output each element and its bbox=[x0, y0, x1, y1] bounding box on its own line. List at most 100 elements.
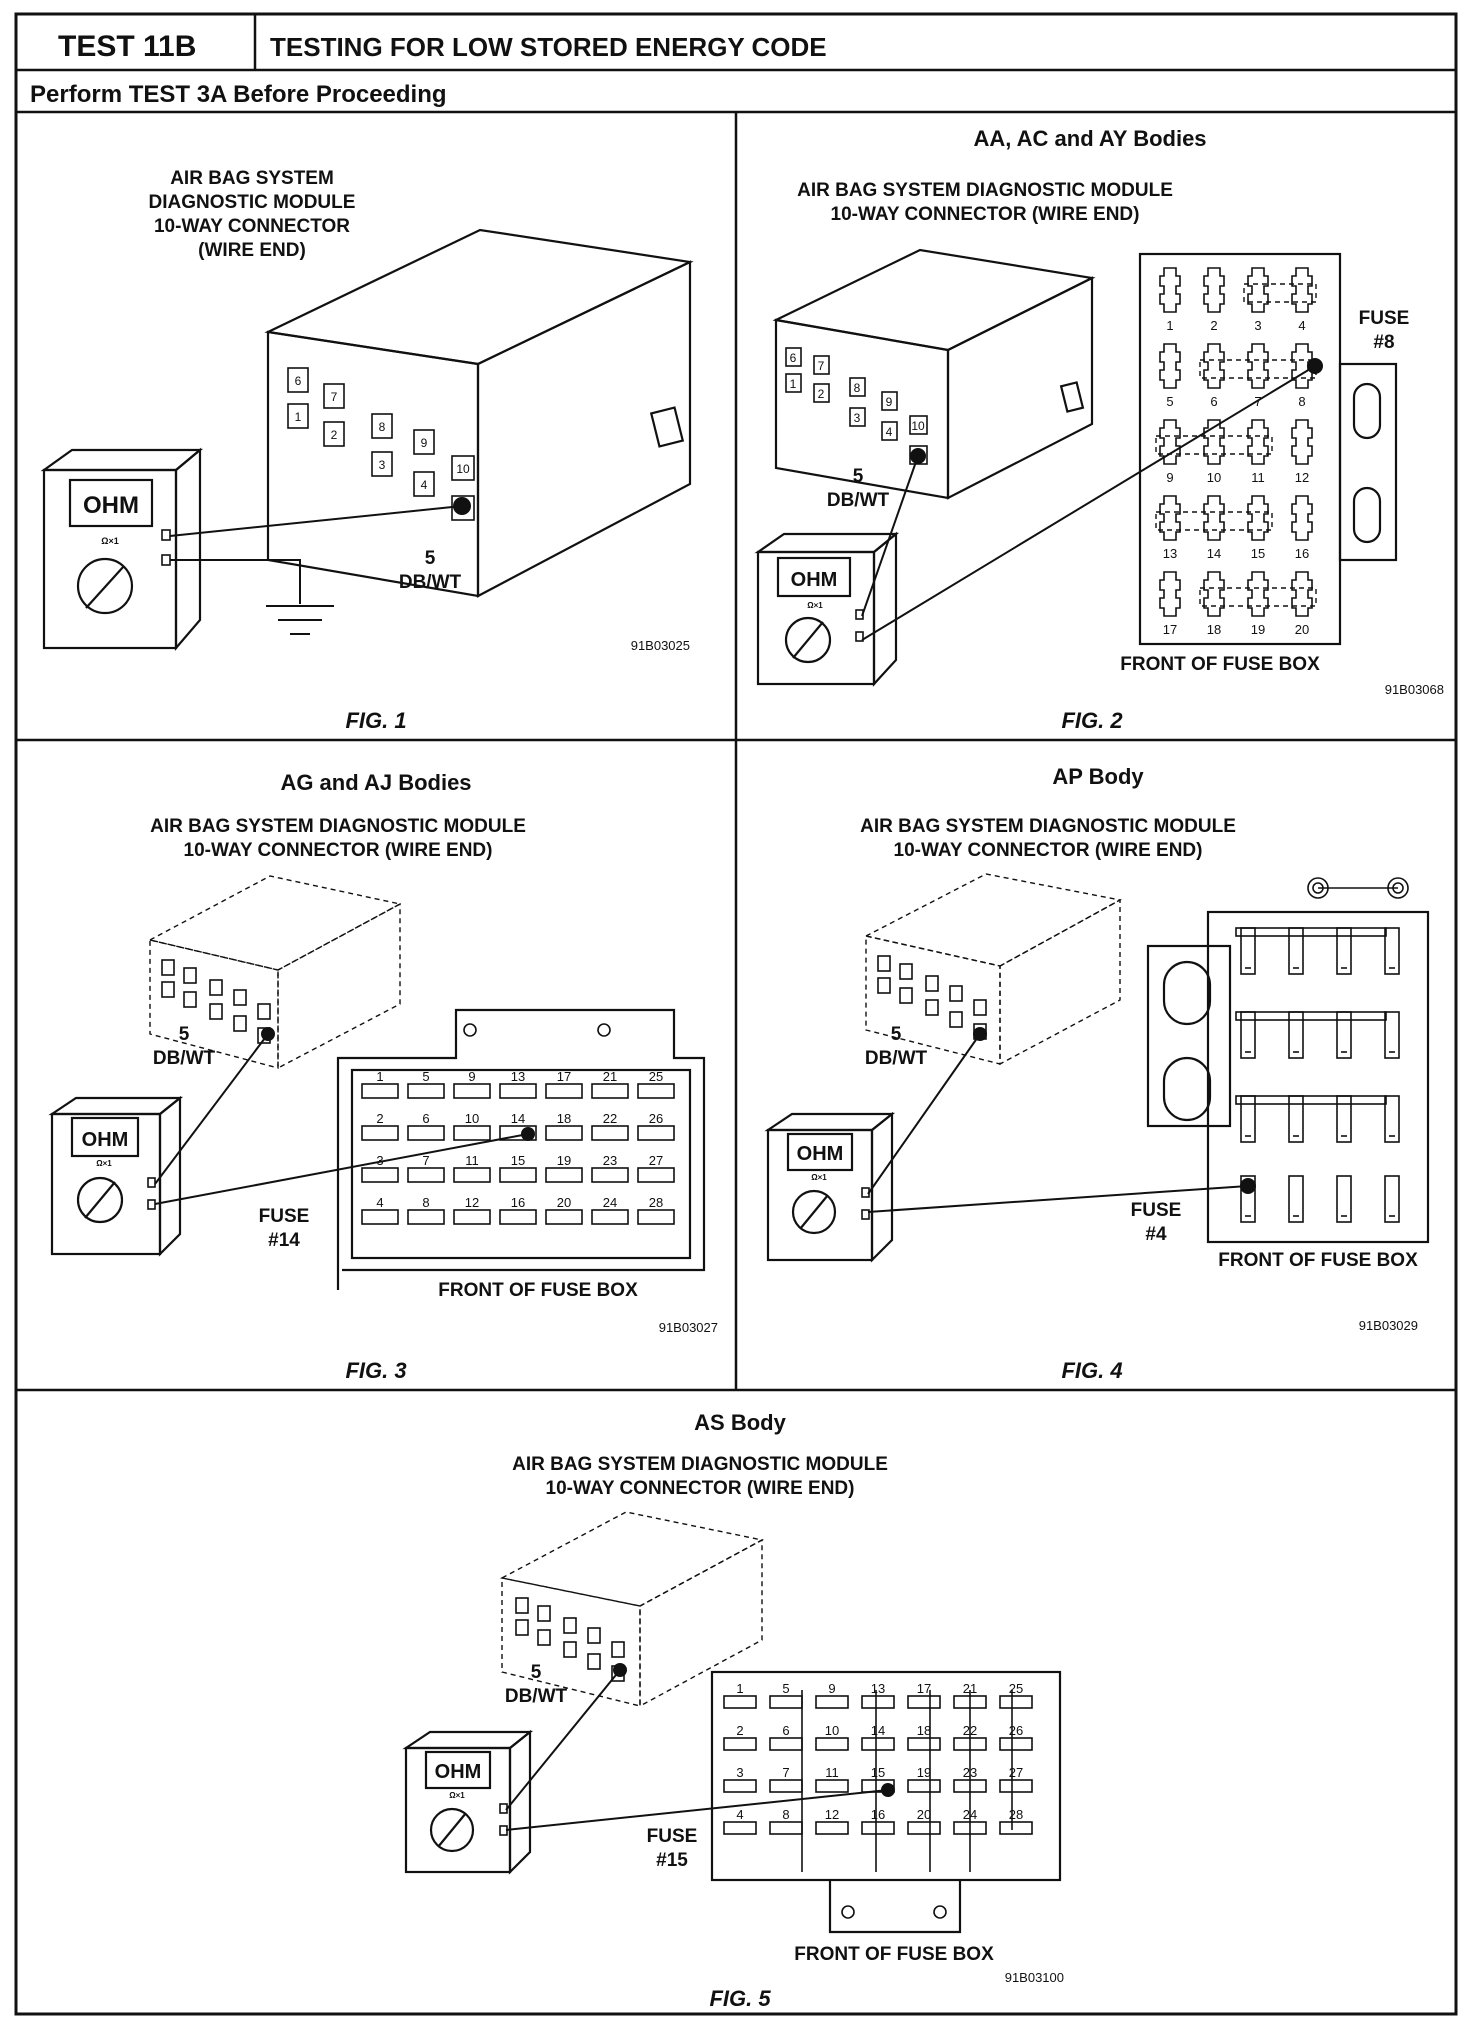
fig3-probe-lead-module bbox=[154, 1033, 269, 1185]
fig2-fuse-17: 17 bbox=[1159, 571, 1181, 637]
svg-text:10: 10 bbox=[465, 1111, 479, 1126]
svg-text:18: 18 bbox=[917, 1723, 931, 1738]
fig5-fuse-9: 9 bbox=[815, 1681, 849, 1709]
svg-text:6: 6 bbox=[790, 351, 797, 365]
fig3-fuse-16: 16 bbox=[499, 1195, 537, 1225]
fig5-pin bbox=[515, 1597, 529, 1614]
fig5-pin bbox=[537, 1605, 551, 1622]
fig3-pin bbox=[233, 1015, 247, 1032]
fig3-module-label-1: AIR BAG SYSTEM DIAGNOSTIC MODULE bbox=[150, 816, 526, 837]
fig4-cavity-wire: DB/WT bbox=[865, 1048, 928, 1069]
fig3-fuse-9: 9 bbox=[453, 1069, 491, 1099]
svg-text:25: 25 bbox=[649, 1069, 663, 1084]
svg-text:8: 8 bbox=[782, 1807, 789, 1822]
svg-text:8: 8 bbox=[379, 420, 386, 434]
fig4-ohmmeter: OHM Ω×1 bbox=[764, 1111, 896, 1263]
svg-text:1: 1 bbox=[790, 377, 797, 391]
fig5-pin bbox=[611, 1641, 625, 1658]
svg-text:15: 15 bbox=[1251, 546, 1265, 561]
fig3-pin bbox=[233, 989, 247, 1006]
fig2-fuse-6: 6 bbox=[1203, 343, 1225, 409]
fig5-fuse-19: 19 bbox=[907, 1765, 941, 1793]
fig3-heading: AG and AJ Bodies bbox=[280, 770, 471, 795]
fig2-fuse-14: 14 bbox=[1203, 495, 1225, 561]
fig5-fuse-18: 18 bbox=[907, 1723, 941, 1751]
fig4-fuse-grid bbox=[1235, 927, 1400, 1223]
svg-text:18: 18 bbox=[1207, 622, 1221, 637]
fig3-pin bbox=[183, 967, 197, 984]
fig5-fuse-28: 28 bbox=[999, 1807, 1033, 1835]
fig5-pin bbox=[515, 1619, 529, 1636]
svg-text:9: 9 bbox=[1166, 470, 1173, 485]
svg-text:1: 1 bbox=[376, 1069, 383, 1084]
fig3-fuse-12: 12 bbox=[453, 1195, 491, 1225]
fig4-pin bbox=[973, 999, 987, 1016]
fig5-pin bbox=[587, 1653, 601, 1670]
svg-text:21: 21 bbox=[603, 1069, 617, 1084]
svg-text:26: 26 bbox=[1009, 1723, 1023, 1738]
svg-text:4: 4 bbox=[736, 1807, 743, 1822]
fig1-meter-range: Ω×1 bbox=[101, 536, 118, 546]
svg-text:16: 16 bbox=[511, 1195, 525, 1210]
svg-text:13: 13 bbox=[1163, 546, 1177, 561]
fig4-pin bbox=[949, 1011, 963, 1028]
fig3-fuse-15: 15 bbox=[499, 1153, 537, 1183]
fig1-pin-grid: 6 7 8 9 10 1 2 3 4 bbox=[287, 367, 475, 521]
svg-text:3: 3 bbox=[376, 1153, 383, 1168]
fig4-caption: FIG. 4 bbox=[1061, 1358, 1122, 1383]
svg-text:16: 16 bbox=[1295, 546, 1309, 561]
fig3-module-connector bbox=[148, 875, 402, 1070]
figure-2: AA, AC and AY Bodies AIR BAG SYSTEM DIAG… bbox=[754, 126, 1444, 733]
fig5-cavity-wire: DB/WT bbox=[505, 1686, 568, 1707]
fig5-fuse-13: 13 bbox=[861, 1681, 895, 1709]
fig5-pin bbox=[537, 1629, 551, 1646]
fig4-heading: AP Body bbox=[1052, 764, 1144, 789]
fig5-fuse-27: 27 bbox=[999, 1765, 1033, 1793]
fig1-caption: FIG. 1 bbox=[345, 708, 406, 733]
svg-text:6: 6 bbox=[1210, 394, 1217, 409]
fig4-pin bbox=[899, 963, 913, 980]
svg-text:6: 6 bbox=[422, 1111, 429, 1126]
fig2-pin-grid: 6 7 8 9 10 1 2 3 4 bbox=[785, 347, 928, 465]
svg-text:2: 2 bbox=[1210, 318, 1217, 333]
fig3-fuse-27: 27 bbox=[637, 1153, 675, 1183]
svg-text:18: 18 bbox=[557, 1111, 571, 1126]
svg-text:2: 2 bbox=[376, 1111, 383, 1126]
fig2-fuse-4: 4 bbox=[1291, 267, 1313, 333]
fig2-module-label-2: 10-WAY CONNECTOR (WIRE END) bbox=[831, 204, 1140, 225]
fig3-fuse-24: 24 bbox=[591, 1195, 629, 1225]
svg-text:5: 5 bbox=[1166, 394, 1173, 409]
fig4-fuse-slot bbox=[1384, 1175, 1400, 1223]
fig2-caption: FIG. 2 bbox=[1061, 708, 1123, 733]
fig4-fuse-slot bbox=[1288, 927, 1304, 975]
svg-text:22: 22 bbox=[603, 1111, 617, 1126]
svg-text:9: 9 bbox=[886, 395, 893, 409]
fig2-ohmmeter: OHM Ω×1 bbox=[754, 531, 900, 687]
fig3-code: 91B03027 bbox=[659, 1320, 718, 1335]
fig5-fuse-11: 11 bbox=[815, 1765, 849, 1793]
svg-text:20: 20 bbox=[917, 1807, 931, 1822]
fig2-fuse-5: 5 bbox=[1159, 343, 1181, 409]
svg-text:14: 14 bbox=[1207, 546, 1221, 561]
svg-text:27: 27 bbox=[1009, 1765, 1023, 1780]
fig4-fuse-slot bbox=[1336, 1011, 1352, 1059]
fig3-meter-display: OHM bbox=[82, 1129, 129, 1151]
fig3-cavity-number: 5 bbox=[179, 1024, 190, 1045]
fig4-fuse-slot bbox=[1336, 927, 1352, 975]
fig2-fuse-13: 13 bbox=[1159, 495, 1181, 561]
fig3-fuse-19: 19 bbox=[545, 1153, 583, 1183]
fig1-module-label-3: 10-WAY CONNECTOR bbox=[154, 216, 350, 237]
fig2-fuse-19: 19 bbox=[1247, 571, 1269, 637]
prerequisite-note: Perform TEST 3A Before Proceeding bbox=[30, 81, 447, 108]
svg-text:20: 20 bbox=[557, 1195, 571, 1210]
fig5-fuse-14: 14 bbox=[861, 1723, 895, 1751]
fig3-ohmmeter: OHM Ω×1 bbox=[48, 1095, 184, 1257]
fig2-meter-range: Ω×1 bbox=[807, 601, 823, 610]
fig1-ohmmeter: OHM Ω×1 bbox=[40, 447, 204, 651]
svg-text:19: 19 bbox=[557, 1153, 571, 1168]
fig2-fuse-11: 11 bbox=[1247, 419, 1269, 485]
fig5-fuse-6: 6 bbox=[769, 1723, 803, 1751]
svg-text:4: 4 bbox=[1298, 318, 1305, 333]
